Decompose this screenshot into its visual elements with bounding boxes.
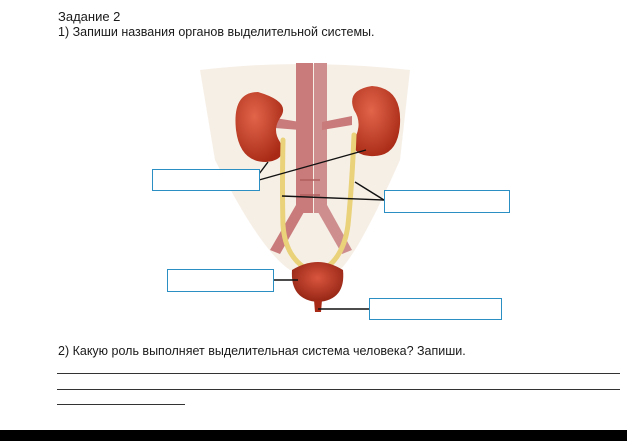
bladder-icon: [291, 262, 344, 302]
ureter-icon: [280, 132, 357, 271]
bottom-bar: [0, 430, 627, 441]
task-title: Задание 2: [58, 9, 121, 24]
answer-line[interactable]: [57, 404, 185, 405]
renal-vessels: [275, 116, 352, 130]
question-2: 2) Какую роль выполняет выделительная си…: [58, 344, 466, 358]
kidney-icon: [235, 92, 284, 162]
answer-box-kidneys[interactable]: [152, 169, 260, 191]
answer-line[interactable]: [57, 373, 620, 374]
pointer-lines: [258, 149, 385, 310]
answer-line[interactable]: [57, 389, 620, 390]
urethra-icon: [314, 300, 322, 312]
kidney-icon: [352, 86, 401, 157]
question-1: 1) Запиши названия органов выделительной…: [58, 25, 375, 39]
answer-box-bladder[interactable]: [167, 269, 274, 292]
answer-box-ureters[interactable]: [384, 190, 510, 213]
answer-box-urethra[interactable]: [369, 298, 502, 320]
